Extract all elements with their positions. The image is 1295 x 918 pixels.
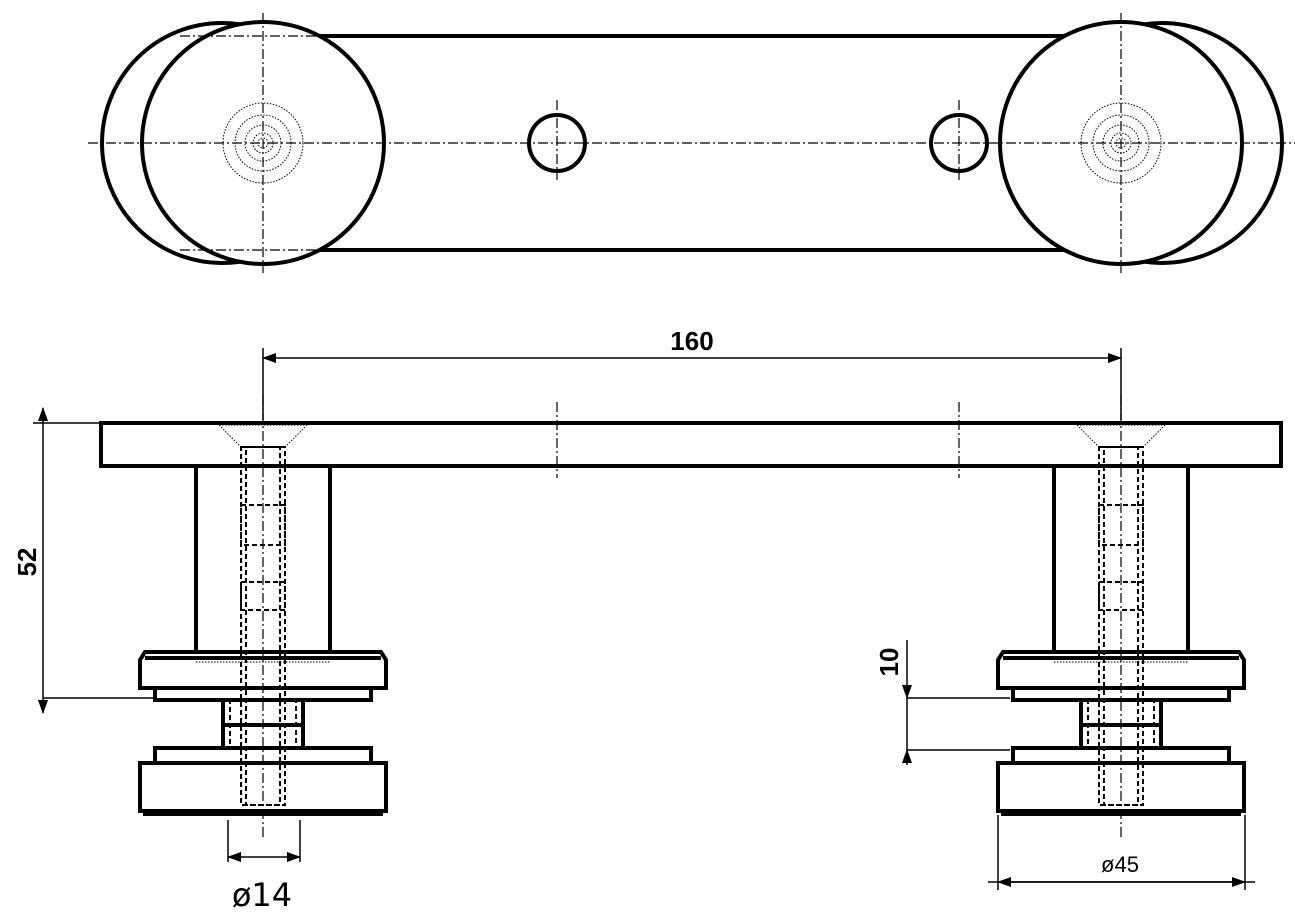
side-view bbox=[99, 395, 1283, 840]
top-view bbox=[88, 11, 1295, 275]
dimension-52: 52 bbox=[12, 407, 155, 714]
dimension-d45: ø45 bbox=[988, 815, 1255, 890]
dimension-d14-label: ø14 bbox=[232, 876, 292, 914]
dimension-160-label: 160 bbox=[670, 326, 713, 356]
dimension-d14: ø14 bbox=[227, 820, 301, 914]
dimension-160: 160 bbox=[262, 326, 1122, 420]
glass-plate bbox=[99, 421, 1283, 468]
dimension-10: 10 bbox=[874, 640, 1010, 765]
dimension-10-label: 10 bbox=[874, 648, 904, 677]
fitting-left bbox=[140, 395, 386, 840]
fitting-right bbox=[998, 395, 1244, 840]
dimension-d45-label: ø45 bbox=[1101, 852, 1139, 877]
dimension-52-label: 52 bbox=[12, 548, 42, 577]
